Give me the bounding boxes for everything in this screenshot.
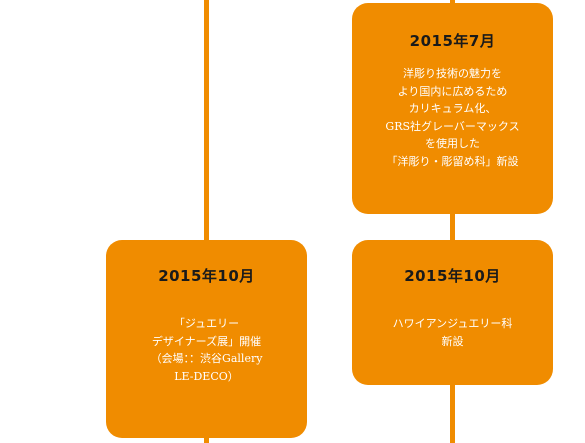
timeline-line-left [204,0,209,443]
timeline-event-card: 2015年10月 ハワイアンジュエリー科 新設 [352,240,553,385]
event-description-line: デザイナーズ展」開催 [151,334,262,348]
event-description: 洋彫り技術の魅力を より国内に広めるため カリキュラム化、 GRS社グレーバーマ… [352,65,553,170]
event-description-line: （会場：：渋谷Gallery [150,352,263,365]
event-description-line: 「ジュエリー [173,317,240,330]
event-description-line: ハワイアンジュエリー科 [392,317,513,330]
event-description: ハワイアンジュエリー科 新設 [352,315,553,350]
timeline-line-right [450,0,455,443]
event-description-line: カリキュラム化、 [408,102,497,115]
event-date: 2015年10月 [158,267,255,285]
event-description: 「ジュエリー デザイナーズ展」開催 （会場：：渋谷Gallery LE-DECO… [106,315,307,385]
event-description-line: LE-DECO） [174,369,239,383]
event-description-line: GRS社グレーバーマックス [385,119,520,133]
timeline-event-card: 2015年7月 洋彫り技術の魅力を より国内に広めるため カリキュラム化、 GR… [352,3,553,214]
event-date: 2015年7月 [409,32,496,50]
event-description-line: を使用した [425,137,480,150]
event-description-line: 「洋彫り・彫留め科」新設 [386,154,519,168]
event-description-line: 洋彫り技術の魅力を [403,67,502,80]
event-date: 2015年10月 [404,267,501,285]
timeline-event-card: 2015年10月 「ジュエリー デザイナーズ展」開催 （会場：：渋谷Galler… [106,240,307,438]
event-description-line: 新設 [441,334,464,348]
event-description-line: より国内に広めるため [397,84,508,98]
